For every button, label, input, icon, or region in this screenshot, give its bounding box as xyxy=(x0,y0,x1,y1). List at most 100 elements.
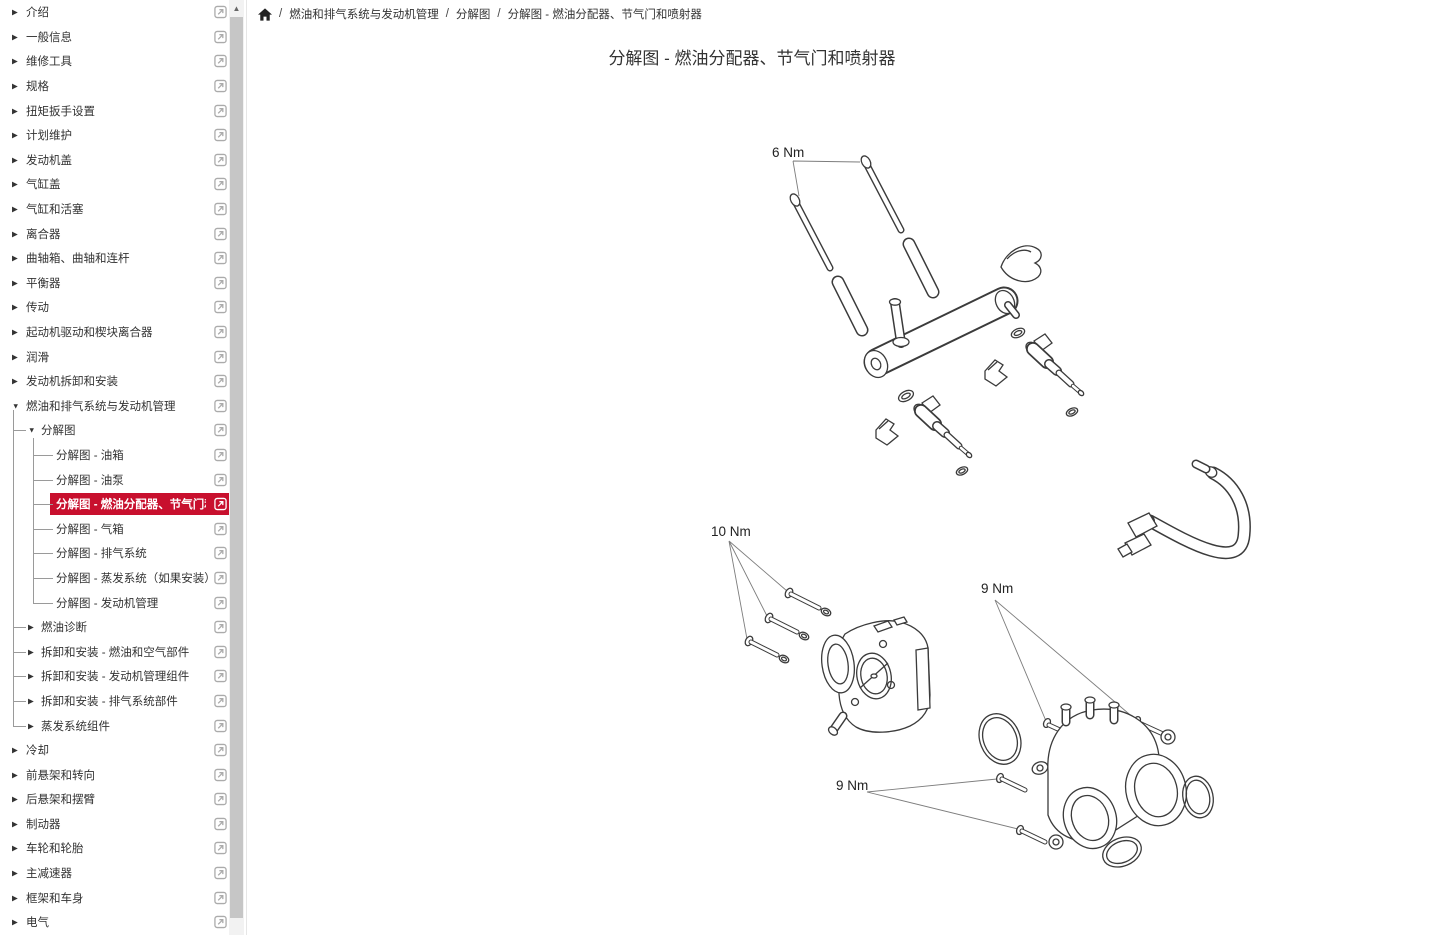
external-link-icon[interactable] xyxy=(214,153,227,167)
expand-arrow-icon[interactable]: ▶ xyxy=(12,868,18,878)
expand-arrow-icon[interactable]: ▶ xyxy=(12,130,18,140)
expand-arrow-icon[interactable]: ▶ xyxy=(12,351,18,361)
expand-arrow-icon[interactable]: ▶ xyxy=(12,56,18,66)
sidebar-item[interactable]: ▶发动机拆卸和安装 xyxy=(0,369,246,394)
breadcrumb-item[interactable]: 分解图 xyxy=(455,9,491,21)
external-link-icon[interactable] xyxy=(214,30,227,44)
sidebar-item[interactable]: ▶规格 xyxy=(0,74,246,99)
external-link-icon[interactable] xyxy=(214,497,227,511)
expand-arrow-icon[interactable]: ▶ xyxy=(12,794,18,804)
external-link-icon[interactable] xyxy=(214,79,227,93)
expand-arrow-icon[interactable]: ▶ xyxy=(12,81,18,91)
expand-arrow-icon[interactable]: ▶ xyxy=(12,843,18,853)
external-link-icon[interactable] xyxy=(214,670,227,683)
sidebar-item[interactable]: ▶气缸盖 xyxy=(0,172,246,197)
expand-arrow-icon[interactable]: ▶ xyxy=(12,7,18,17)
external-link-icon[interactable] xyxy=(214,891,227,904)
sidebar-item[interactable]: ▶电气 xyxy=(0,910,246,935)
collapse-arrow-icon[interactable]: ▼ xyxy=(28,425,36,435)
expand-arrow-icon[interactable]: ▶ xyxy=(12,302,18,312)
external-link-icon[interactable] xyxy=(214,178,227,191)
sidebar-item[interactable]: ▼燃油和排气系统与发动机管理 xyxy=(0,394,246,419)
sidebar-item[interactable]: ▶框架和车身 xyxy=(0,885,246,910)
external-link-icon[interactable] xyxy=(214,817,227,831)
external-link-icon[interactable] xyxy=(214,620,227,634)
sidebar-item[interactable]: ▶离合器 xyxy=(0,221,246,246)
external-link-icon[interactable] xyxy=(214,55,227,68)
sidebar-item[interactable]: 分解图 - 排气系统 xyxy=(0,541,246,566)
expand-arrow-icon[interactable]: ▶ xyxy=(12,105,18,115)
expand-arrow-icon[interactable]: ▶ xyxy=(28,646,34,656)
external-link-icon[interactable] xyxy=(214,645,227,658)
sidebar-item[interactable]: ▶传动 xyxy=(0,295,246,320)
external-link-icon[interactable] xyxy=(214,276,227,290)
collapse-arrow-icon[interactable]: ▼ xyxy=(12,401,20,411)
external-link-icon[interactable] xyxy=(214,252,227,265)
expand-arrow-icon[interactable]: ▶ xyxy=(12,204,18,214)
sidebar-item[interactable]: ▶气缸和活塞 xyxy=(0,197,246,222)
sidebar-item[interactable]: ▶冷却 xyxy=(0,738,246,763)
external-link-icon[interactable] xyxy=(214,202,227,216)
sidebar-item[interactable]: ▶计划维护 xyxy=(0,123,246,148)
sidebar-scrollbar[interactable]: ▲ xyxy=(229,0,244,935)
sidebar-item[interactable]: ▶润滑 xyxy=(0,344,246,369)
external-link-icon[interactable] xyxy=(214,399,227,413)
sidebar-item[interactable]: 分解图 - 燃油分配器、节气门和喷... xyxy=(0,492,246,517)
expand-arrow-icon[interactable]: ▶ xyxy=(12,278,18,288)
sidebar-item[interactable]: 分解图 - 油箱 xyxy=(0,443,246,468)
sidebar-item[interactable]: ▶车轮和轮胎 xyxy=(0,836,246,861)
sidebar-item[interactable]: ▶制动器 xyxy=(0,812,246,837)
sidebar-item[interactable]: ▶拆卸和安装 - 发动机管理组件 xyxy=(0,664,246,689)
sidebar-item[interactable]: ▶燃油诊断 xyxy=(0,615,246,640)
external-link-icon[interactable] xyxy=(214,743,227,757)
sidebar-item[interactable]: ▶介绍 xyxy=(0,0,246,25)
sidebar-item[interactable]: ▶一般信息 xyxy=(0,25,246,50)
external-link-icon[interactable] xyxy=(214,350,227,363)
external-link-icon[interactable] xyxy=(214,301,227,314)
external-link-icon[interactable] xyxy=(214,473,227,486)
expand-arrow-icon[interactable]: ▶ xyxy=(12,917,18,927)
breadcrumb-item[interactable]: 燃油和排气系统与发动机管理 xyxy=(289,9,439,21)
external-link-icon[interactable] xyxy=(214,448,227,462)
expand-arrow-icon[interactable]: ▶ xyxy=(12,745,18,755)
sidebar-item[interactable]: ▶起动机驱动和楔块离合器 xyxy=(0,320,246,345)
external-link-icon[interactable] xyxy=(214,719,227,732)
expand-arrow-icon[interactable]: ▶ xyxy=(12,769,18,779)
external-link-icon[interactable] xyxy=(214,325,227,339)
external-link-icon[interactable] xyxy=(214,916,227,929)
external-link-icon[interactable] xyxy=(214,129,227,142)
sidebar-item[interactable]: ▶蒸发系统组件 xyxy=(0,713,246,738)
sidebar-item[interactable]: 分解图 - 发动机管理 xyxy=(0,590,246,615)
home-icon[interactable] xyxy=(258,7,272,21)
external-link-icon[interactable] xyxy=(214,424,227,437)
sidebar-item[interactable]: ▶扭矩扳手设置 xyxy=(0,98,246,123)
external-link-icon[interactable] xyxy=(214,571,227,585)
sidebar-item[interactable]: ▶拆卸和安装 - 排气系统部件 xyxy=(0,689,246,714)
expand-arrow-icon[interactable]: ▶ xyxy=(12,819,18,829)
external-link-icon[interactable] xyxy=(214,522,227,535)
expand-arrow-icon[interactable]: ▶ xyxy=(28,622,34,632)
sidebar-item[interactable]: ▶拆卸和安装 - 燃油和空气部件 xyxy=(0,639,246,664)
external-link-icon[interactable] xyxy=(214,842,227,855)
sidebar-item[interactable]: ▶平衡器 xyxy=(0,271,246,296)
external-link-icon[interactable] xyxy=(214,596,227,609)
external-link-icon[interactable] xyxy=(214,374,227,388)
sidebar-item[interactable]: ▶发动机盖 xyxy=(0,148,246,173)
external-link-icon[interactable] xyxy=(214,793,227,806)
sidebar-item[interactable]: 分解图 - 蒸发系统（如果安装） xyxy=(0,566,246,591)
expand-arrow-icon[interactable]: ▶ xyxy=(12,892,18,902)
expand-arrow-icon[interactable]: ▶ xyxy=(12,327,18,337)
sidebar-item[interactable]: ▶主减速器 xyxy=(0,861,246,886)
sidebar-item[interactable]: ▼分解图 xyxy=(0,418,246,443)
expand-arrow-icon[interactable]: ▶ xyxy=(12,228,18,238)
expand-arrow-icon[interactable]: ▶ xyxy=(12,253,18,263)
expand-arrow-icon[interactable]: ▶ xyxy=(28,720,34,730)
expand-arrow-icon[interactable]: ▶ xyxy=(28,696,34,706)
scrollbar-thumb[interactable] xyxy=(230,17,243,918)
external-link-icon[interactable] xyxy=(214,694,227,708)
expand-arrow-icon[interactable]: ▶ xyxy=(12,32,18,42)
external-link-icon[interactable] xyxy=(214,6,227,19)
sidebar-item[interactable]: ▶维修工具 xyxy=(0,49,246,74)
external-link-icon[interactable] xyxy=(214,227,227,240)
sidebar-item[interactable]: ▶后悬架和摆臂 xyxy=(0,787,246,812)
